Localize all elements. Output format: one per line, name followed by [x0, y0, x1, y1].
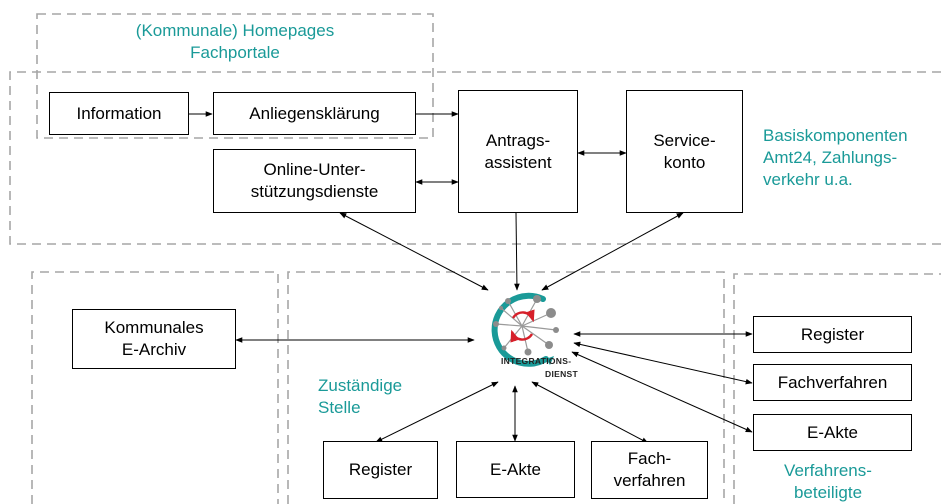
region-label-basiskomponenten: Basiskomponenten Amt24, Zahlungs- verkeh… [763, 126, 908, 189]
box-register-right: Register [753, 316, 912, 353]
arrow-online-hub [339, 212, 489, 291]
region-homepages-outline [36, 13, 434, 139]
arrow-hub-eakte-right [571, 351, 753, 433]
box-e-akte-bottom: E-Akte [456, 441, 575, 498]
box-anliegensklaerung: Anliegensklärung [213, 92, 416, 135]
box-kommunales-e-archiv: Kommunales E-Archiv [72, 309, 236, 369]
box-information: Information [49, 92, 189, 135]
box-fachverfahren-right: Fachverfahren [753, 364, 912, 401]
arrow-antrag-hub [514, 212, 520, 291]
hub-red-arrow-2 [510, 329, 534, 343]
arrow-service-hub [541, 212, 684, 291]
integration-label-line1: Integrations- [501, 356, 572, 366]
region-label-zustaendige-stelle: Zuständige Stelle [318, 376, 403, 417]
box-servicekonto: Service- konto [626, 90, 743, 213]
region-archiv-outline [31, 271, 279, 504]
integration-hub-logo [491, 292, 559, 367]
region-label-homepages: (Kommunale) Homepages Fachportale [135, 21, 335, 62]
integration-label-line2: Dienst [545, 369, 578, 379]
box-e-akte-right: E-Akte [753, 414, 912, 451]
arrow-hub-fach-bottom [531, 381, 649, 444]
box-fachverfahren-bottom: Fach- verfahren [591, 441, 708, 499]
box-antragsassistent: Antrags- assistent [458, 90, 578, 213]
hub-teal-ring [491, 292, 549, 367]
region-label-verfahrensbeteiligte: Verfahrens- beteiligte [784, 461, 872, 502]
arrow-hub-register-bottom [375, 381, 499, 443]
box-register-bottom: Register [323, 441, 438, 499]
hub-red-arrow-1 [511, 309, 535, 323]
arrow-hub-fach-right [573, 341, 753, 385]
box-online-unterstuetzungsdienste: Online-Unter- stützungsdienste [213, 149, 416, 213]
